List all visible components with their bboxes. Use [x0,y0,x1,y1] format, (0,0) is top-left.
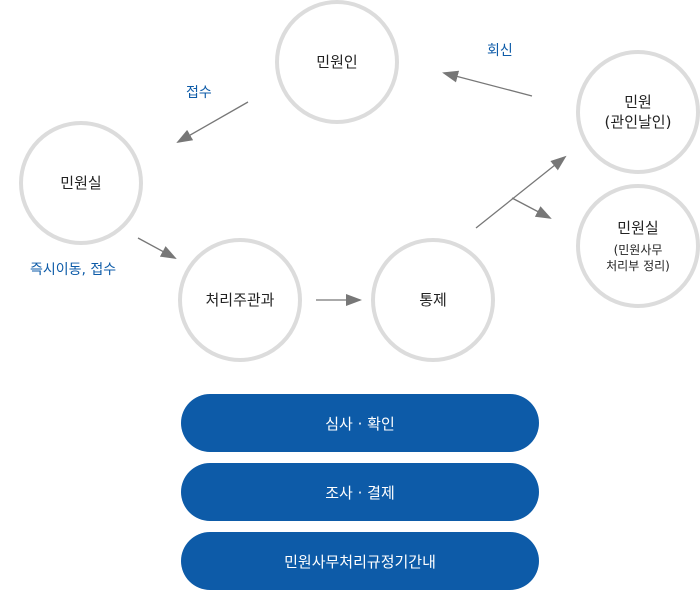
node-minwonsil-left-label: 민원실 [60,174,102,192]
node-minwon-reply-subtitle: (관인날인) [604,113,672,131]
arrow-to-minwon [475,155,567,229]
node-minwon-reply-label: 민원 [624,93,652,111]
node-minwonsil-left: 민원실 [19,121,143,245]
node-cheori-jugwan-label: 처리주관과 [205,291,275,309]
label-immediate-transfer: 즉시이동, 접수 [30,262,117,278]
node-minwonsil-right-subtitle: (민원사무 처리부 정리) [606,243,670,273]
node-minwonin: 민원인 [275,0,399,124]
step-review-confirm: 심사 · 확인 [181,394,539,452]
node-minwonsil-right-label: 민원실 [617,219,659,237]
label-receipt: 접수 [186,85,212,101]
node-minwonin-label: 민원인 [316,53,358,71]
step-investigate-approve: 조사 · 결제 [181,463,539,521]
step-processing-period: 민원사무처리규정기간내 [181,532,539,590]
arrow-reply [442,70,533,97]
label-reply: 회신 [487,43,513,59]
node-minwonsil-right: 민원실 (민원사무 처리부 정리) [576,184,700,308]
node-minwon-reply: 민원 (관인날인) [576,50,700,174]
arrow-receipt [176,101,249,143]
arrow-transfer [137,237,177,259]
node-cheori-jugwan: 처리주관과 [178,238,302,362]
node-tongje: 통제 [371,238,495,362]
arrow-to-minwonsil [511,197,552,219]
node-tongje-label: 통제 [419,291,447,309]
